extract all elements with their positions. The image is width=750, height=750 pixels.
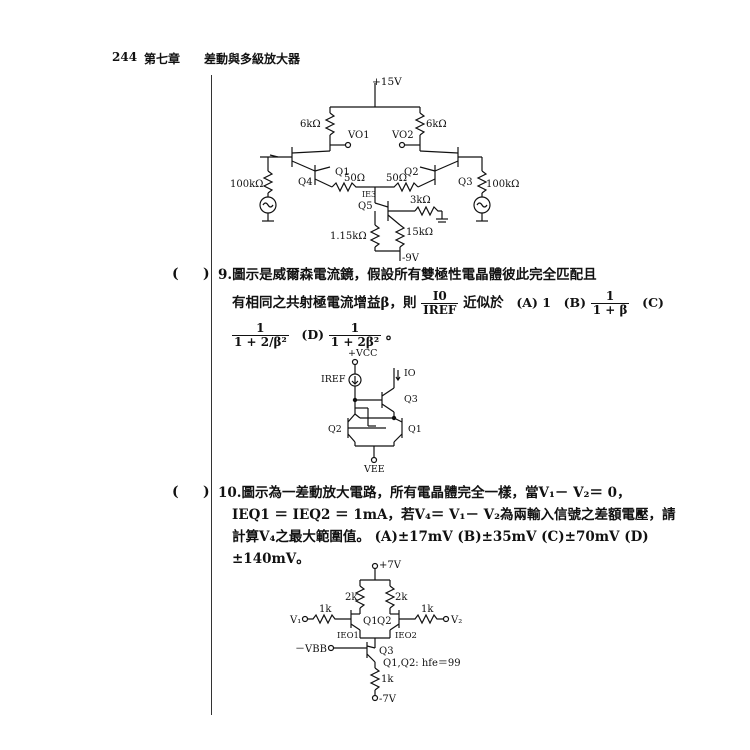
- fig2-vcc-label: +VCC: [348, 348, 377, 359]
- q10-answer-paren-open: (: [172, 484, 179, 500]
- fig1-1.15k-label: 1.15kΩ: [330, 231, 367, 242]
- q9-line2b: 近似於: [463, 295, 504, 311]
- fig2-q1-label: Q1: [408, 424, 422, 435]
- figure-diff-amp-q3: +7V 2k 2k 1k 1k V₁ V₂ Q1 Q2 IEO1 IEO2 －V…: [289, 560, 462, 705]
- q10-line4: ±140mV。: [232, 551, 310, 567]
- q9-answer-paren-open: (: [172, 266, 179, 282]
- figure-diff-amp-circuit: +15V 6kΩ 6kΩ VO1 VO2 Q1 Q2 Q3 Q4 Q5 50Ω …: [230, 76, 519, 264]
- fig1-q2-label: Q2: [404, 167, 419, 178]
- fig2-q2-label: Q2: [328, 424, 342, 435]
- fig1-q4-label: Q4: [298, 177, 313, 188]
- q9-end-mark: 。: [385, 327, 400, 343]
- q10-line1-text: 圖示為一差動放大電路，所有電晶體完全一樣，當V₁－ V₂＝ 0，: [241, 485, 631, 501]
- fig3-vminus-label: -7V: [379, 694, 397, 705]
- fig3-rb-left-label: 1k: [319, 604, 332, 615]
- q10-answer-paren-close: ): [203, 484, 210, 500]
- q10-number: 10.: [218, 485, 242, 501]
- q9-line3: 1 1 + 2/β² (D) 1 1 + 2β² 。: [232, 322, 399, 349]
- q9-optb-den: 1 + β: [592, 303, 628, 317]
- q9-option-b-label: (B): [563, 295, 587, 310]
- fig2-io-label: IO: [404, 368, 416, 379]
- fig1-vminus-label: -9V: [402, 253, 420, 264]
- fig1-vo1-label: VO1: [347, 130, 370, 141]
- fig1-15k-label: 15kΩ: [406, 227, 433, 238]
- fig1-q3-label: Q3: [458, 177, 473, 188]
- q9-optb-num: 1: [590, 290, 630, 304]
- fig2-vee-label: VEE: [363, 464, 385, 473]
- q9-frac-num: I0: [421, 290, 459, 304]
- fig3-hfe-label: Q1,Q2: hfe＝99: [383, 658, 461, 669]
- q10-line2: IEQ1 ＝ IEQ2 ＝ 1mA，若V₄＝ V₁－ V₂為兩輸入信號之差額電壓…: [232, 507, 676, 523]
- q10-line3: 計算V₄之最大範圍值。 (A)±17mV (B)±35mV (C)±70mV (…: [232, 529, 649, 545]
- fig1-rb-right-label: 100kΩ: [486, 179, 519, 190]
- q9-option-a: (A) 1: [516, 295, 551, 310]
- fig3-vplus-label: +7V: [379, 560, 402, 571]
- q9-line1: 9.圖示是威爾森電流鏡，假設所有雙極性電晶體彼此完全匹配且: [218, 265, 597, 286]
- fig1-vplus-label: +15V: [372, 76, 402, 88]
- fig3-ieo1-label: IEO1: [337, 631, 359, 641]
- fig3-q2-label: Q2: [377, 616, 392, 627]
- fig1-q5-label: Q5: [358, 201, 373, 212]
- q9-number: 9.: [218, 267, 233, 283]
- q9-optc-num: 1: [232, 322, 289, 336]
- fig3-q3-label: Q3: [379, 646, 394, 657]
- fig1-3k-label: 3kΩ: [410, 195, 431, 206]
- q9-line2: 有相同之共射極電流增益β，則 I0 IREF 近似於 (A) 1 (B) 1 1…: [232, 290, 664, 317]
- q9-optd-den: 1 + 2β²: [330, 335, 380, 349]
- fig3-r-right-label: 2k: [395, 592, 408, 603]
- fig3-v1-label: V₁: [289, 615, 301, 626]
- fig3-vbb-label: －VBB: [295, 644, 327, 655]
- figure-wilson-current-mirror: +VCC IREF IO Q3 Q2 Q1 VEE: [321, 348, 422, 473]
- fig1-ie3-label: IE3: [362, 190, 376, 199]
- chapter-title: 差動與多級放大器: [204, 52, 301, 66]
- q9-ratio-fraction: I0 IREF: [421, 290, 459, 317]
- fig1-r-left-label: 6kΩ: [300, 119, 321, 130]
- fig3-ieo2-label: IEO2: [395, 631, 417, 641]
- fig1-re-left-label: 50Ω: [344, 173, 365, 184]
- q9-option-d-fraction: 1 1 + 2β²: [328, 322, 382, 349]
- q9-answer-paren-close: ): [203, 266, 210, 282]
- fig1-vo2-label: VO2: [391, 130, 414, 141]
- q9-line1-text: 圖示是威爾森電流鏡，假設所有雙極性電晶體彼此完全匹配且: [232, 267, 597, 283]
- fig1-re-right-label: 50Ω: [386, 173, 407, 184]
- fig3-q1-label: Q1: [363, 616, 378, 627]
- q9-line2a: 有相同之共射極電流增益β，則: [232, 295, 417, 311]
- q9-option-c-label: (C): [642, 295, 664, 310]
- q9-option-b-fraction: 1 1 + β: [590, 290, 630, 317]
- fig2-q3-label: Q3: [404, 394, 418, 405]
- fig3-r-left-label: 2k: [345, 592, 358, 603]
- fig3-re-label: 1k: [381, 674, 394, 685]
- fig3-v2-label: V₂: [450, 615, 462, 626]
- q9-option-c-fraction: 1 1 + 2/β²: [232, 322, 289, 349]
- page-number: 244: [112, 50, 138, 64]
- chapter-label: 第七章: [144, 52, 181, 66]
- q9-optd-num: 1: [328, 322, 382, 336]
- fig2-iref-label: IREF: [321, 374, 346, 385]
- fig1-rb-left-label: 100kΩ: [230, 179, 263, 190]
- fig3-rb-right-label: 1k: [421, 604, 434, 615]
- margin-rule: [211, 75, 212, 715]
- fig1-q1-label: Q1: [335, 167, 350, 178]
- q10-line1: 10.圖示為一差動放大電路，所有電晶體完全一樣，當V₁－ V₂＝ 0，: [218, 483, 631, 504]
- fig1-r-right-label: 6kΩ: [426, 119, 447, 130]
- q9-optc-den: 1 + 2/β²: [234, 335, 287, 349]
- q9-frac-den: IREF: [423, 303, 457, 317]
- q9-option-d-label: (D): [301, 327, 325, 342]
